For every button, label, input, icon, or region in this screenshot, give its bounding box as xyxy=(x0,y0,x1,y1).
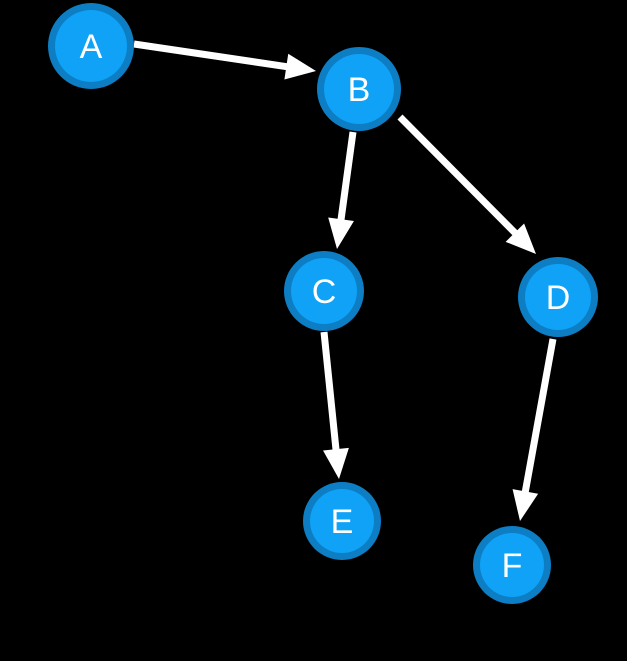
arrowhead-icon xyxy=(328,217,354,249)
node-core xyxy=(324,54,394,124)
edges-layer xyxy=(133,40,557,521)
nodes-layer: A B C D E F xyxy=(48,3,598,604)
node-core xyxy=(55,10,127,82)
edge-c-to-e xyxy=(320,331,349,479)
edge-shaft xyxy=(320,331,340,453)
node-core xyxy=(291,258,357,324)
node-label: A xyxy=(80,28,103,66)
edge-shaft xyxy=(337,131,357,223)
node-label: E xyxy=(331,503,354,541)
node-label: D xyxy=(546,279,571,317)
node-core xyxy=(480,533,544,597)
node-d[interactable]: D xyxy=(518,257,598,337)
node-a[interactable]: A xyxy=(48,3,134,89)
edge-shaft xyxy=(521,338,557,496)
edge-b-to-c xyxy=(328,131,357,249)
node-label: B xyxy=(348,71,371,109)
node-b[interactable]: B xyxy=(317,47,401,131)
node-e[interactable]: E xyxy=(303,482,381,560)
node-core xyxy=(525,264,591,330)
edge-a-to-b xyxy=(133,40,316,80)
node-f[interactable]: F xyxy=(473,526,551,604)
arrowhead-icon xyxy=(512,489,539,521)
node-label: F xyxy=(502,547,523,585)
arrowhead-icon xyxy=(505,223,536,254)
edge-shaft xyxy=(133,40,290,71)
node-core xyxy=(310,489,374,553)
edge-shaft xyxy=(397,114,520,238)
arrowhead-icon xyxy=(323,447,349,479)
arrowhead-icon xyxy=(284,53,316,80)
node-c[interactable]: C xyxy=(284,251,364,331)
edge-b-to-d xyxy=(397,114,536,254)
node-label: C xyxy=(312,273,337,311)
edge-d-to-f xyxy=(512,338,557,521)
